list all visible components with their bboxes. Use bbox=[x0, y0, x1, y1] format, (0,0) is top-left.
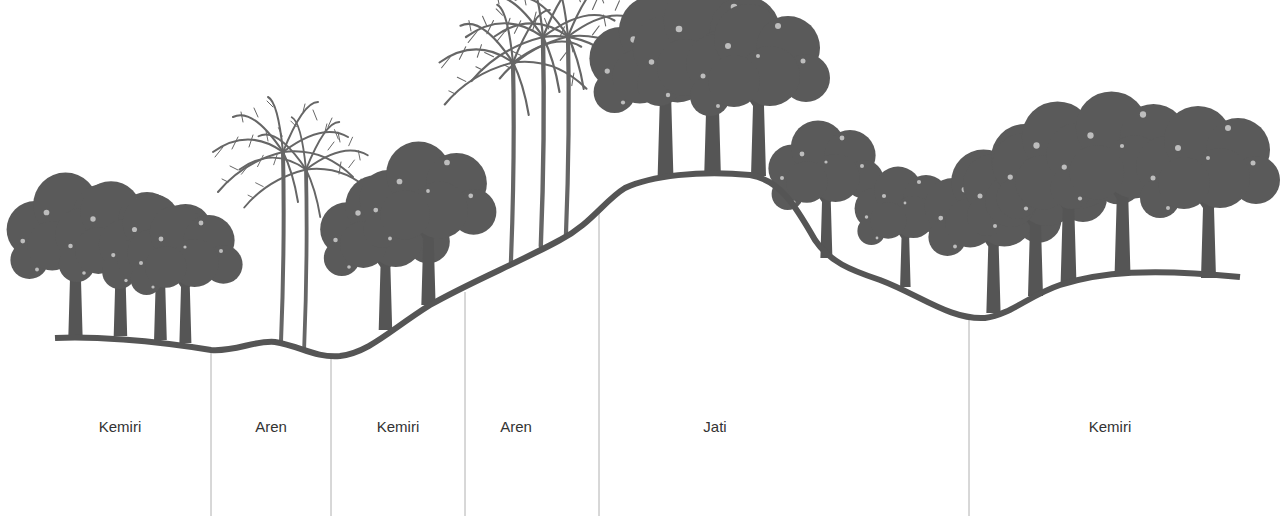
zone-label: Aren bbox=[500, 418, 532, 436]
trees bbox=[7, 0, 1280, 350]
terrain-line bbox=[55, 173, 1240, 356]
zone-label: Jati bbox=[703, 418, 726, 436]
zone-label: Aren bbox=[255, 418, 287, 436]
zone-label: Kemiri bbox=[377, 418, 420, 436]
zone-label: Kemiri bbox=[1089, 418, 1132, 436]
zone-label: Kemiri bbox=[99, 418, 142, 436]
